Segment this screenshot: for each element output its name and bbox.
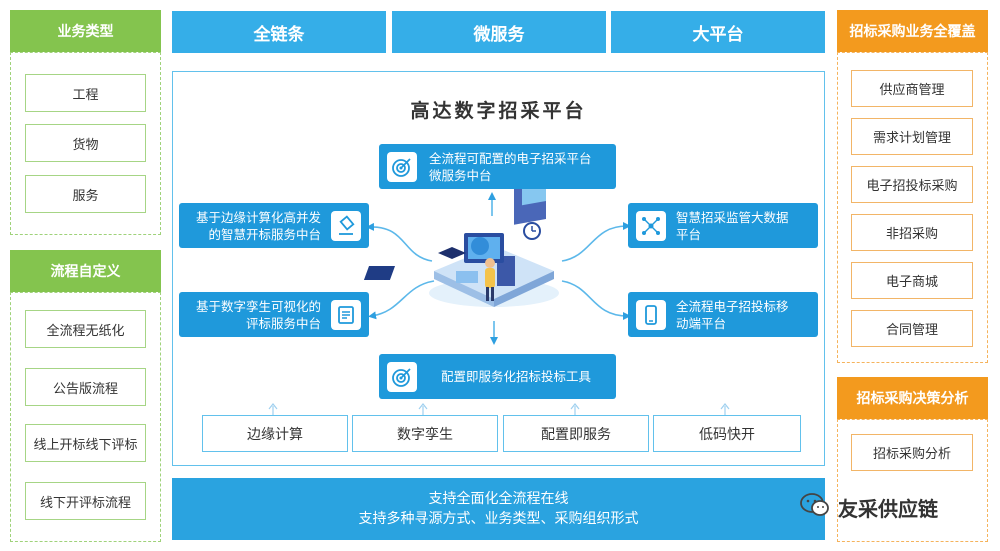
business-type-engineering: 工程 [25,74,146,112]
service-top: 全流程可配置的电子招采平台 微服务中台 [379,144,616,189]
bottom-line-2: 支持多种寻源方式、业务类型、采购组织形式 [358,511,639,527]
business-type-services: 服务 [25,175,146,213]
banner-full-chain: 全链条 [172,11,386,53]
coverage-non-bidding: 非招采购 [851,214,973,251]
tech-config-as-service: 配置即服务 [503,415,649,452]
target-icon [387,361,417,392]
process-custom-title: 流程自定义 [10,250,161,292]
process-offline: 线下开评标流程 [25,482,146,520]
watermark-text: 友采供应链 [838,497,938,521]
process-paperless: 全流程无纸化 [25,310,146,348]
network-icon [636,210,666,241]
service-right-upper-label: 智慧招采监管大数据 平台 [676,209,789,242]
coverage-title: 招标采购业务全覆盖 [837,10,988,52]
gavel-icon [331,210,361,241]
target-icon [387,151,417,182]
watermark: 友采供应链 [800,492,938,523]
tech-arrows [268,403,730,415]
service-bottom-label: 配置即服务化招标投标工具 [441,369,592,384]
coverage-supplier-management: 供应商管理 [851,70,973,107]
service-right-upper: 智慧招采监管大数据 平台 [628,203,818,248]
service-top-label: 全流程可配置的电子招采平台 微服务中台 [429,150,592,183]
service-left-upper: 基于边缘计算化高并发 的智慧开标服务中台 [179,203,369,248]
business-types-title: 业务类型 [10,10,161,52]
service-left-lower: 基于数字孪生可视化的 评标服务中台 [179,292,369,337]
bottom-line-1: 支持全面化全流程在线 [428,491,569,507]
tech-digital-twin: 数字孪生 [352,415,498,452]
process-online-offline: 线上开标线下评标 [25,424,146,462]
service-left-lower-label: 基于数字孪生可视化的 评标服务中台 [195,298,321,331]
process-announcement: 公告版流程 [25,368,146,406]
tech-edge-computing: 边缘计算 [202,415,348,452]
coverage-contract-management: 合同管理 [851,310,973,347]
bottom-banner: 支持全面化全流程在线 支持多种寻源方式、业务类型、采购组织形式 [172,478,825,540]
wechat-icon [800,492,830,523]
business-type-goods: 货物 [25,124,146,162]
coverage-e-mall: 电子商城 [851,262,973,299]
coverage-demand-planning: 需求计划管理 [851,118,973,155]
banner-microservice: 微服务 [392,11,606,53]
service-bottom: 配置即服务化招标投标工具 [379,354,616,399]
decision-title: 招标采购决策分析 [837,377,988,419]
mobile-icon [636,299,666,330]
decision-procurement-analysis: 招标采购分析 [851,434,973,471]
service-left-upper-label: 基于边缘计算化高并发 的智慧开标服务中台 [195,209,321,242]
document-icon [331,299,361,330]
service-right-lower: 全流程电子招投标移 动端平台 [628,292,818,337]
banner-big-platform: 大平台 [611,11,825,53]
coverage-e-bidding: 电子招投标采购 [851,166,973,203]
platform-title: 高达数字招采平台 [410,100,587,122]
tech-low-code: 低码快开 [653,415,801,452]
service-right-lower-label: 全流程电子招投标移 动端平台 [676,298,789,331]
